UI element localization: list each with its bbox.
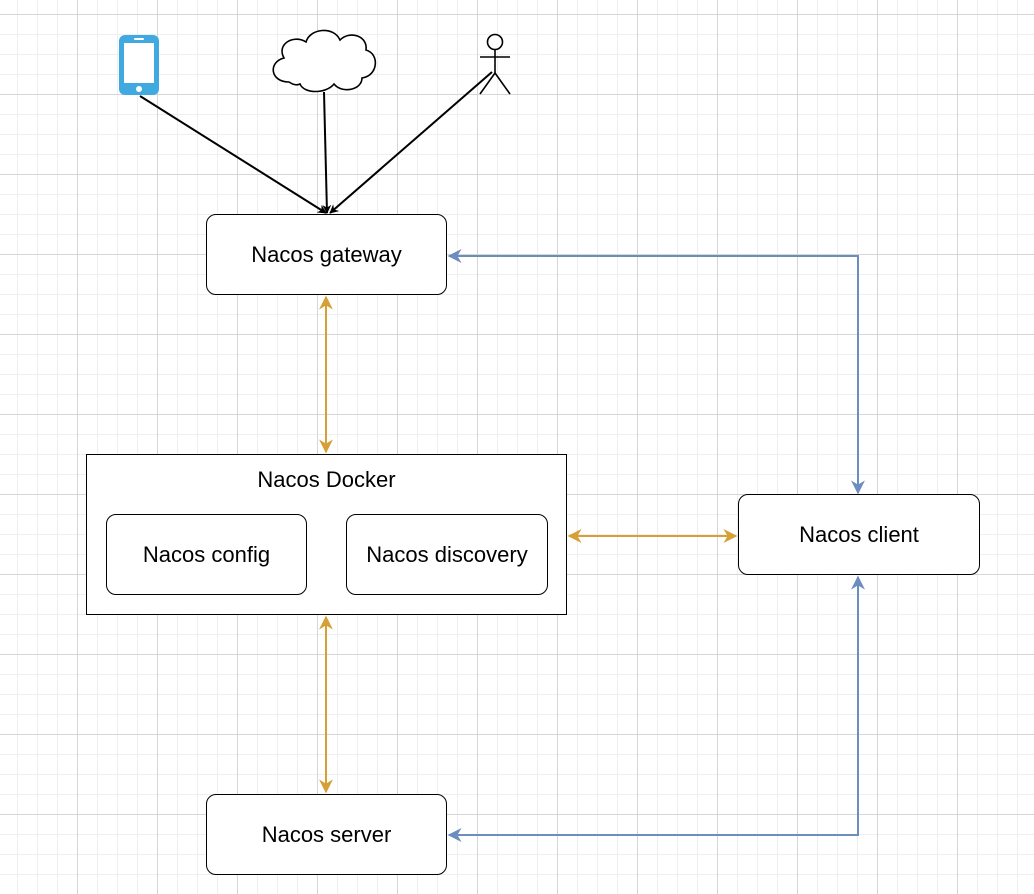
- user-actor-icon: [479, 33, 511, 95]
- nacos-client-node[interactable]: Nacos client: [738, 494, 980, 575]
- nacos-server-label: Nacos server: [261, 821, 392, 847]
- nacos-server-node[interactable]: Nacos server: [206, 794, 447, 875]
- nacos-client-label: Nacos client: [799, 521, 919, 547]
- edge-phone-to-gateway: [139, 95, 327, 214]
- nacos-discovery-node[interactable]: Nacos discovery: [346, 514, 548, 595]
- nacos-docker-title: Nacos Docker: [257, 467, 396, 492]
- edge-client-server: [447, 575, 865, 842]
- mobile-phone-icon: [119, 35, 159, 95]
- nacos-gateway-node[interactable]: Nacos gateway: [206, 214, 447, 295]
- edge-gateway-client: [447, 249, 865, 495]
- nacos-gateway-label: Nacos gateway: [251, 241, 402, 267]
- nacos-config-label: Nacos config: [142, 541, 271, 567]
- nacos-discovery-label: Nacos discovery: [366, 541, 528, 567]
- edge-actor-to-gateway: [329, 71, 493, 214]
- edge-cloud-to-gateway: [322, 91, 332, 214]
- cloud-icon: [272, 29, 377, 93]
- nacos-config-node[interactable]: Nacos config: [106, 514, 307, 595]
